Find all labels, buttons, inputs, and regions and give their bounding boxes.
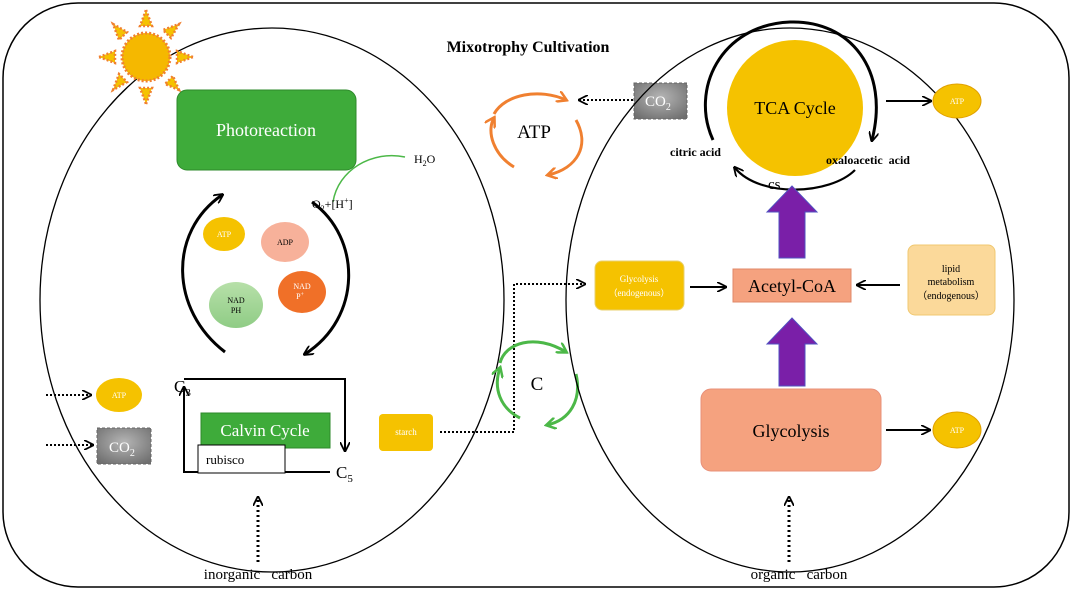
starch-to-glycolysis-arrow — [440, 284, 584, 433]
input-co2-box — [96, 427, 152, 465]
input-co2-base: CO — [109, 440, 130, 456]
glycolysis-atp-bubble — [932, 411, 982, 449]
input-co2-label: CO2 — [109, 440, 135, 459]
atp-cycle: ATP — [491, 94, 584, 175]
atp-bubble-label: ATP — [217, 230, 232, 239]
tca-circle — [727, 40, 863, 176]
organic-carbon-label: organic carbon — [751, 567, 848, 583]
atp-cycle-label: ATP — [517, 122, 551, 143]
c3-label: C3 — [174, 377, 191, 399]
acetyl-coa-box — [732, 268, 852, 303]
starch-label: starch — [395, 427, 417, 437]
photoreaction-label: Photoreaction — [216, 120, 316, 140]
co2-sub: 2 — [666, 102, 671, 113]
input-co2-sub: 2 — [130, 448, 135, 459]
glycolysis-to-acetyl-arrow — [765, 317, 819, 387]
oxaloacetic-acid-label: oxaloacetic acid — [826, 153, 910, 167]
cs-label: cs — [768, 177, 781, 193]
photo-cycle-right-arrow — [305, 200, 351, 354]
water-h: H — [414, 152, 423, 166]
nadp-line2: P+ — [296, 292, 304, 301]
input-atp-bubble — [96, 378, 142, 412]
c3-c: C — [174, 377, 185, 396]
c-cycle-right-arc — [547, 373, 579, 425]
oxygen-sub: 2 — [321, 204, 325, 213]
sun-icon — [95, 6, 197, 108]
photoreaction-box — [176, 89, 357, 171]
tca-label: TCA Cycle — [754, 98, 836, 118]
acetyl-to-tca-arrow — [765, 185, 819, 259]
lipid-line1: lipid — [942, 264, 960, 275]
lipid-line2: metabolism — [928, 277, 975, 288]
c5-c: C — [336, 463, 347, 482]
oxygen-mid: +[H — [325, 197, 345, 211]
c3-sub: 3 — [185, 387, 191, 399]
c5-sub: 5 — [347, 473, 353, 485]
nadph-line1: NAD — [227, 296, 245, 305]
nadph-line2: PH — [231, 306, 241, 315]
nadp-bubble — [278, 271, 326, 313]
adp-bubble — [261, 222, 309, 262]
calvin-c3-to-c5-arrow — [184, 378, 345, 450]
glycolysis-atp-label: ATP — [950, 426, 965, 435]
tca-atp-label: ATP — [950, 97, 965, 106]
nadp-line1: NAD — [293, 282, 311, 291]
c-cycle-left-arc — [497, 368, 521, 420]
water-label: H2O — [414, 152, 436, 168]
starch-box — [379, 414, 433, 451]
citric-acid-label: citric acid — [670, 145, 721, 159]
glycolysis-box — [700, 388, 882, 472]
adp-bubble-label: ADP — [277, 238, 294, 247]
c5-label: C5 — [336, 463, 353, 485]
left-cell-ellipse — [39, 27, 505, 573]
lipid-line3: （endogenous） — [917, 290, 985, 302]
calvin-cycle-label: Calvin Cycle — [220, 421, 309, 440]
inorganic-carbon-label: inorganic carbon — [204, 567, 313, 583]
oxygen-label: O2+[H+] — [312, 196, 353, 213]
acetyl-coa-label: Acetyl-CoA — [748, 276, 836, 296]
oxygen-sup: + — [344, 196, 349, 205]
tca-upper-arrow — [703, 20, 876, 140]
carbon-cycle: C — [497, 340, 579, 425]
water-connector — [332, 154, 406, 203]
co2-label: CO2 — [645, 94, 671, 113]
co2-box — [633, 82, 688, 120]
rubisco-box — [197, 444, 286, 474]
co2-base: CO — [645, 94, 666, 110]
nadp-p: P — [296, 292, 301, 301]
atp-bubble — [203, 217, 245, 251]
atp-cycle-top-arc — [492, 94, 566, 115]
oxygen-tail: ] — [349, 197, 353, 211]
atp-cycle-left-arc — [491, 118, 515, 169]
glycolysis-endogenous-line1: Glycolysis — [620, 274, 659, 284]
rubisco-label: rubisco — [206, 452, 244, 467]
atp-cycle-right-arc — [548, 119, 584, 175]
glycolysis-endogenous-box — [594, 260, 685, 311]
glycolysis-endogenous-line2: （endogenous） — [609, 288, 670, 298]
input-atp-label: ATP — [112, 391, 127, 400]
water-sub: 2 — [423, 159, 427, 168]
nadp-sup: + — [301, 292, 305, 298]
glycolysis-label: Glycolysis — [752, 421, 829, 441]
lipid-metabolism-box — [907, 244, 996, 316]
c-cycle-label: C — [531, 374, 544, 395]
right-cell-ellipse — [565, 27, 1015, 573]
photo-cycle-left-arrow — [181, 195, 226, 354]
water-o: O — [427, 152, 436, 166]
c-cycle-top-arc — [498, 340, 566, 364]
diagram-title: Mixotrophy Cultivation — [447, 39, 610, 56]
nadph-bubble — [209, 282, 263, 328]
tca-atp-bubble — [932, 83, 982, 119]
